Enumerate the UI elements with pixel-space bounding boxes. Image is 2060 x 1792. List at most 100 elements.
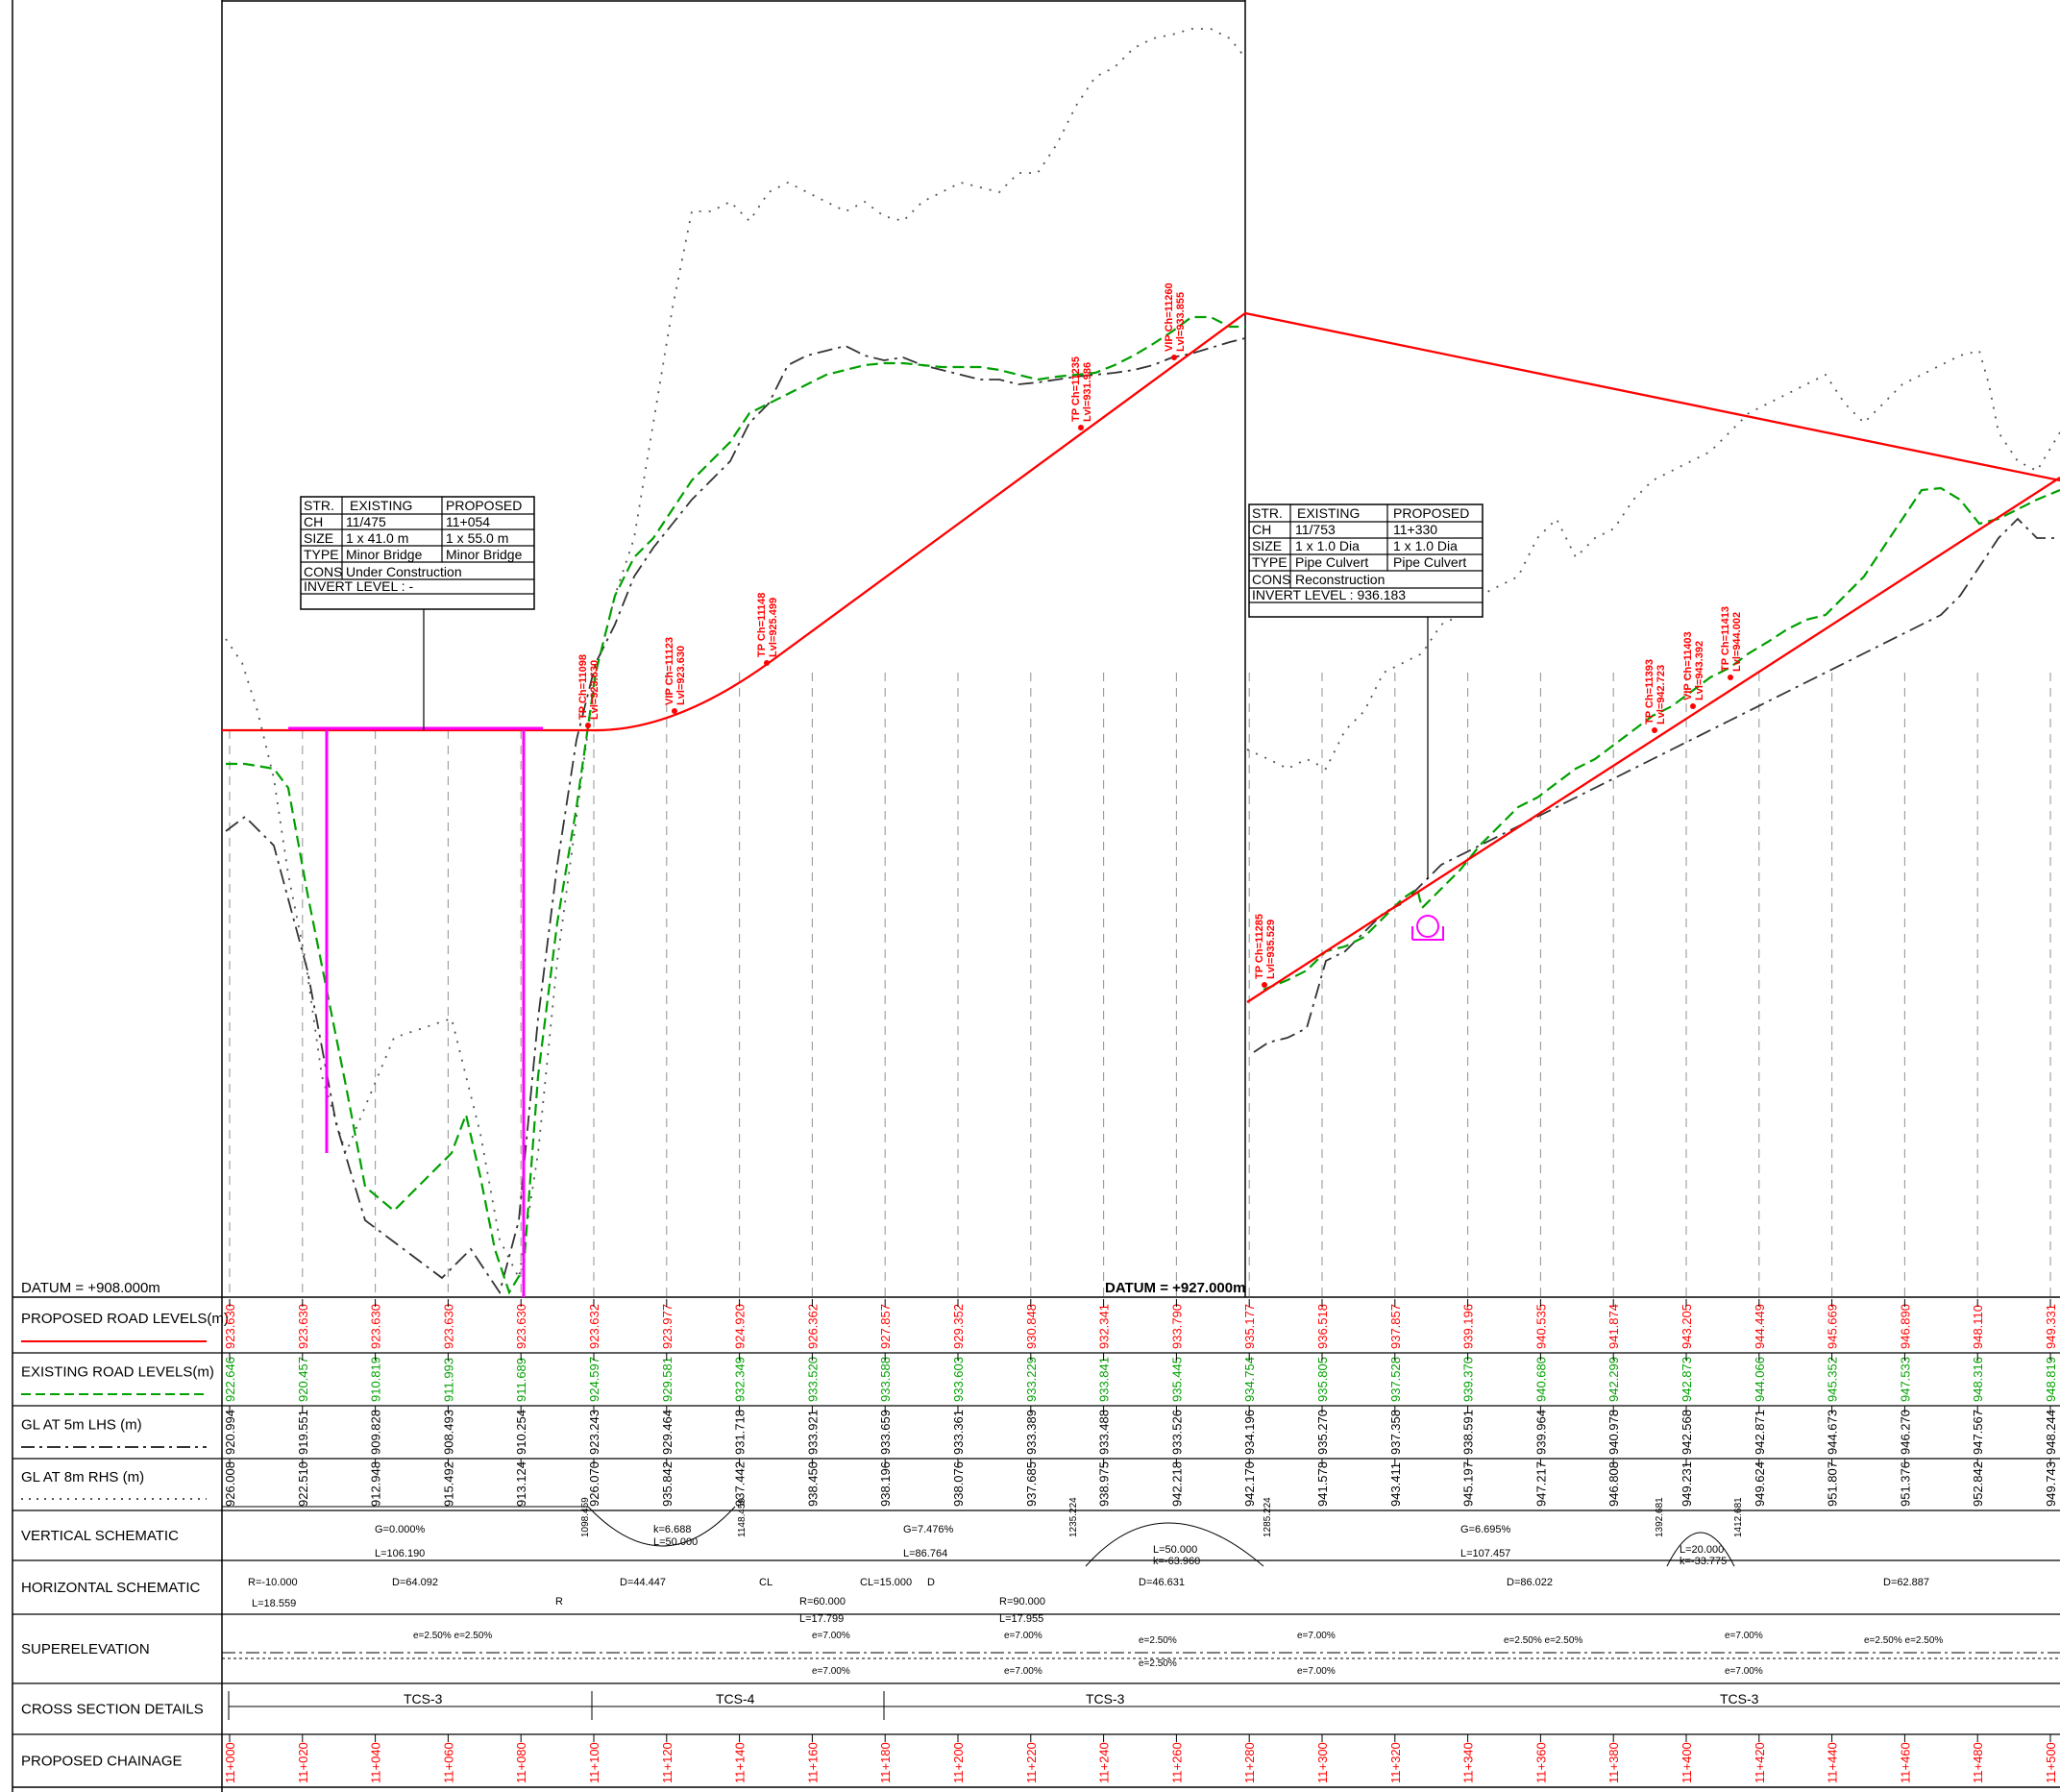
s2-r0-0: CH [1252,522,1271,537]
level-value: 923.243 [587,1410,601,1455]
level-value: 922.646 [223,1357,237,1402]
se-e7-1: e=7.00% [812,1631,850,1641]
level-value: 932.341 [1097,1304,1112,1349]
level-value: 952.842 [1971,1461,1985,1507]
level-value: 923.977 [660,1304,674,1349]
se-e25-1: e=2.50% [1139,1635,1177,1646]
level-value: 939.196 [1461,1304,1476,1349]
se-e7-5: e=7.00% [1297,1631,1336,1641]
level-value: 938.196 [878,1461,893,1507]
s2-r0-2: 11+330 [1393,522,1437,537]
profile-point-marker [1690,703,1696,709]
level-value: 935.842 [660,1461,674,1507]
level-value: 927.857 [878,1304,893,1349]
level-value: 949.331 [2044,1304,2058,1349]
level-value: 933.526 [1169,1410,1184,1455]
profile-point-marker [1262,982,1267,988]
level-value: 937.685 [1024,1461,1039,1507]
profile-point-marker [672,708,677,714]
v-l6: L=20.000 [1680,1544,1724,1556]
v-l3: L=86.764 [903,1548,947,1559]
datum-left: DATUM = +908.000m [21,1280,160,1296]
row-label: GL AT 8m RHS (m) [21,1469,144,1485]
proposed-road-line [222,311,2060,732]
profile-point-marker [1078,425,1084,430]
s2-r1-2: 1 x 1.0 Dia [1393,538,1458,553]
level-value: 939.964 [1533,1410,1548,1455]
chainage-label: 11+060 [441,1742,455,1783]
s2-r3-0: CONS [1252,572,1290,587]
level-value: 935.805 [1315,1357,1330,1402]
se-flat-1: e=2.50% e=2.50% [413,1631,492,1641]
level-value: 942.218 [1169,1461,1184,1507]
s2-r2-1: Pipe Culvert [1295,554,1368,570]
profile-point-marker [1728,675,1733,680]
chainage-label: 11+220 [1024,1742,1039,1783]
se-e7-8: e=7.00% [1725,1666,1763,1677]
level-value: 923.630 [296,1304,310,1349]
profile-point-level: Lvl=943.392 [1694,641,1705,700]
level-value: 933.659 [878,1410,893,1455]
chainage-label: 11+200 [951,1742,966,1783]
level-value: 934.196 [1242,1410,1257,1455]
s1-r2-0: TYPE [304,547,339,562]
level-value: 912.948 [369,1461,383,1507]
s1-r1-2: 1 x 55.0 m [446,530,508,546]
tcs-4: TCS-3 [1720,1691,1759,1706]
v-l2: L=50.000 [653,1536,698,1548]
level-value: 924.920 [733,1304,748,1349]
level-value: 946.808 [1606,1461,1621,1507]
level-value: 943.205 [1680,1304,1694,1349]
minor-bridge-structure [288,726,543,1297]
level-value: 947.533 [1898,1357,1912,1402]
h-d5: D=62.887 [1883,1577,1929,1588]
s1-h0: STR. [304,498,334,513]
tcs-2: TCS-4 [716,1691,755,1706]
row-label: CROSS SECTION DETAILS [21,1702,204,1718]
profile-point-label: VIP Ch=11123 [664,637,675,705]
tcs-1: TCS-3 [404,1691,443,1706]
level-value: 908.493 [441,1410,455,1455]
row-label: GL AT 5m LHS (m) [21,1417,142,1434]
level-value: 929.581 [660,1357,674,1402]
level-value: 949.743 [2044,1461,2058,1507]
s2-invert: INVERT LEVEL : 936.183 [1252,587,1406,602]
v-t3: 1235.224 [1068,1497,1079,1537]
level-value: 935.270 [1315,1410,1330,1455]
level-value: 937.442 [733,1461,748,1507]
profile-point-level: Lvl=942.723 [1655,665,1667,724]
level-value: 922.510 [296,1461,310,1507]
profile-point-level: Lvl=933.855 [1175,292,1187,352]
level-value: 947.217 [1533,1461,1548,1507]
v-k2: k=6.688 [653,1524,691,1535]
level-value: 938.975 [1097,1461,1112,1507]
band-row-labels: PROPOSED ROAD LEVELS(m)EXISTING ROAD LEV… [21,1311,229,1770]
profile-point-label: TP Ch=11235 [1070,356,1082,422]
v-l4: L=50.000 [1153,1544,1197,1556]
chainage-label: 11+380 [1606,1742,1621,1783]
structure-table-1: STR. EXISTING PROPOSED CH 11/475 11+054 … [300,496,535,730]
h-clv: CL=15.000 [860,1577,912,1588]
profile-point-label: TP Ch=11098 [577,654,589,720]
level-value: 948.316 [1971,1357,1985,1402]
profile-point-level: Lvl=944.002 [1731,612,1743,672]
level-value: 923.630 [223,1304,237,1349]
level-value: 935.177 [1242,1304,1257,1349]
h-r1: R=-10.000 [248,1577,298,1588]
level-value: 920.994 [223,1410,237,1455]
chainage-label: 11+140 [733,1742,748,1783]
level-value: 933.841 [1097,1357,1112,1402]
v-t5: 1392.681 [1655,1497,1665,1537]
level-value: 941.874 [1606,1304,1621,1349]
level-value: 929.352 [951,1304,966,1349]
level-value: 923.630 [369,1304,383,1349]
v-t6: 1412.681 [1733,1497,1744,1537]
vertical-schematic: G=0.000% L=106.190 1098.459 k=6.688 L=50… [222,1497,1744,1567]
level-value: 926.070 [587,1461,601,1507]
row-label: EXISTING ROAD LEVELS(m) [21,1364,214,1381]
chainage-label: 11+480 [1971,1742,1985,1783]
chainage-label: 11+000 [223,1742,237,1783]
